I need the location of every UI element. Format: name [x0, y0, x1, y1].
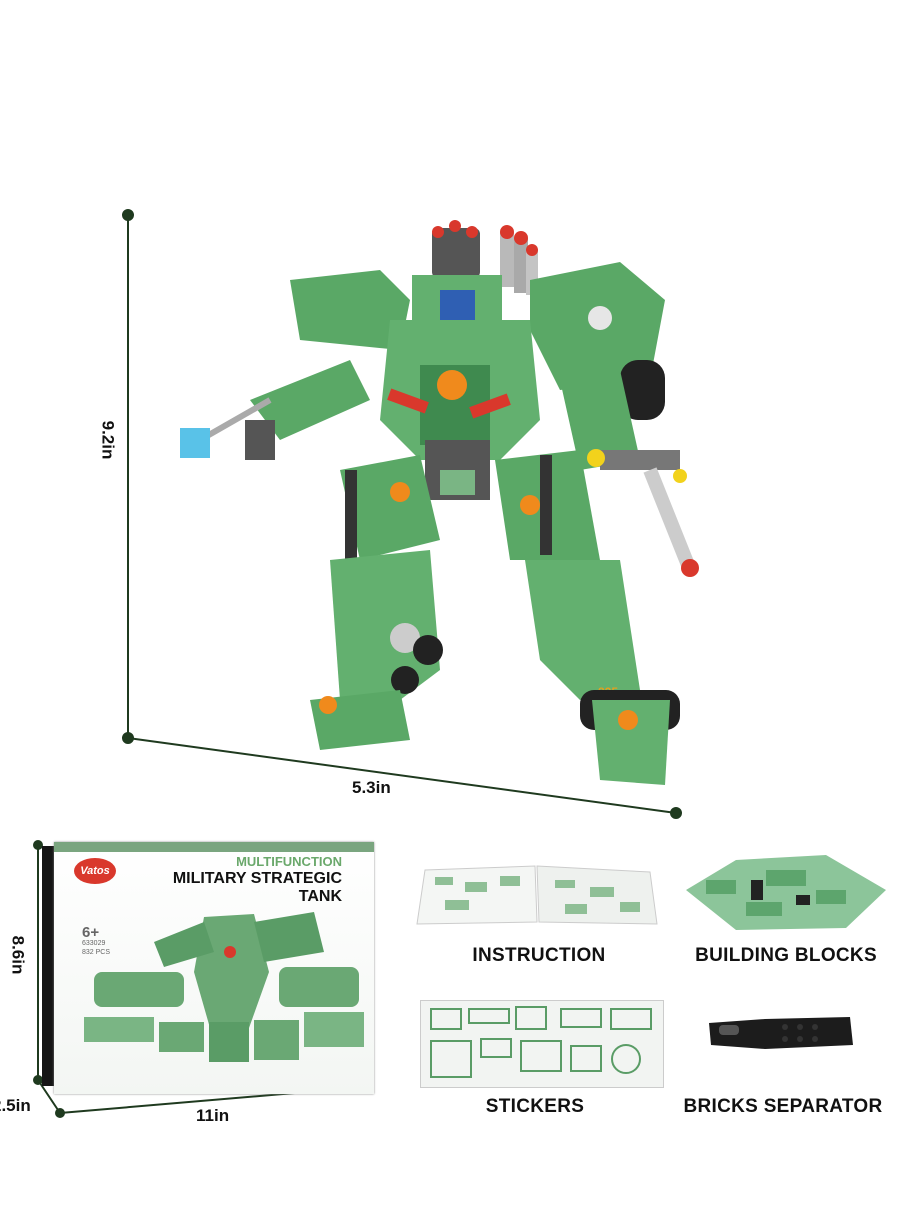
instruction-manual-image [415, 862, 658, 928]
instruction-label: INSTRUCTION [472, 945, 606, 966]
building-blocks-image [676, 850, 890, 935]
box-artwork [84, 912, 364, 1062]
bricks-separator-label: BRICKS SEPARATOR [683, 1096, 883, 1117]
bricks-separator-image [705, 1015, 855, 1051]
box-subtitle: MULTIFUNCTION [236, 854, 342, 869]
robot-figure: 825 [180, 220, 699, 785]
box-title-line1: MILITARY STRATEGIC [172, 870, 342, 887]
box-front: Vatos MULTIFUNCTION MILITARY STRATEGIC T… [54, 842, 374, 1094]
stickers-label: STICKERS [485, 1096, 585, 1117]
robot-width-label: 5.3in [352, 778, 391, 797]
age-label: 6+ [82, 924, 100, 941]
box-height-label: 8.6in [8, 935, 28, 975]
stickers-image [420, 1000, 664, 1088]
brand-logo: Vatos [74, 858, 116, 884]
piece-count: 832 PCS [82, 949, 111, 956]
box-title-line2: TANK [298, 888, 342, 905]
box-side [42, 846, 56, 1086]
robot-dimension-lines [122, 209, 682, 819]
box-depth-label: 2.5in [0, 1096, 31, 1115]
product-box: Vatos MULTIFUNCTION MILITARY STRATEGIC T… [42, 842, 374, 1098]
building-blocks-label: BUILDING BLOCKS [695, 945, 877, 966]
box-width-label: 11in [196, 1106, 230, 1125]
model-number: 633029 [82, 940, 106, 947]
